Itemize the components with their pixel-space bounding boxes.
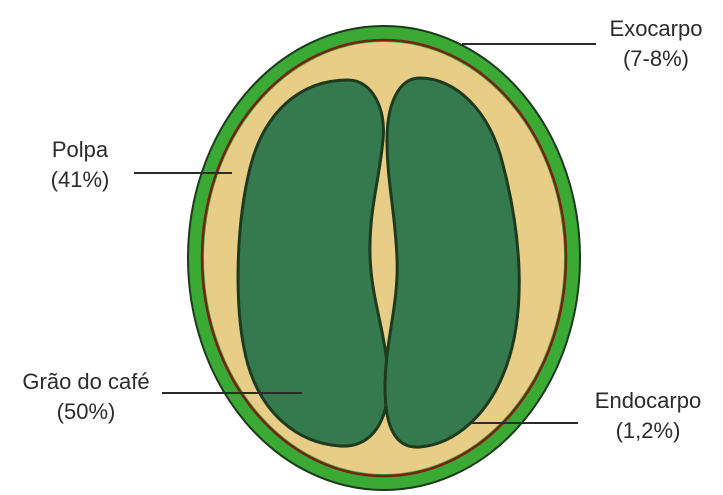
label-polpa-name: Polpa bbox=[30, 135, 130, 165]
label-exocarpo-pct: (7-8%) bbox=[592, 44, 720, 74]
label-grao-pct: (50%) bbox=[6, 397, 166, 427]
label-endocarpo-pct: (1,2%) bbox=[576, 416, 720, 446]
label-grao-do-cafe: Grão do café (50%) bbox=[6, 367, 166, 427]
label-polpa-pct: (41%) bbox=[30, 165, 130, 195]
label-polpa: Polpa (41%) bbox=[30, 135, 130, 195]
label-exocarpo-name: Exocarpo bbox=[592, 14, 720, 44]
bean-left bbox=[238, 80, 388, 446]
label-grao-name: Grão do café bbox=[6, 367, 166, 397]
label-endocarpo: Endocarpo (1,2%) bbox=[576, 386, 720, 446]
label-endocarpo-name: Endocarpo bbox=[576, 386, 720, 416]
label-exocarpo: Exocarpo (7-8%) bbox=[592, 14, 720, 74]
